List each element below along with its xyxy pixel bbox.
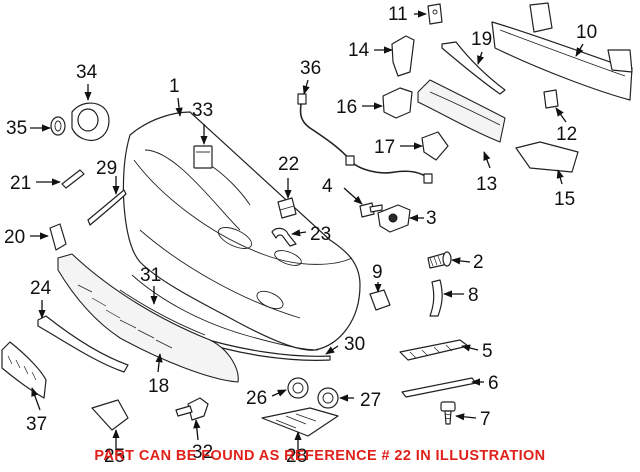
trim-strip-part-6 [401, 377, 477, 398]
leader-lines [30, 10, 584, 450]
energy-absorber-part-13 [417, 79, 506, 143]
bolt-part-4 [359, 202, 383, 218]
callout-17: 17 [374, 137, 395, 158]
callout-3: 3 [426, 208, 437, 229]
impact-bar-part-10 [491, 2, 633, 101]
callout-18: 18 [148, 376, 169, 397]
callout-32: 32 [192, 442, 213, 463]
callout-27: 27 [360, 390, 381, 411]
callout-11: 11 [388, 4, 408, 25]
parking-sensor-part-34 [71, 102, 110, 141]
callout-5: 5 [482, 341, 493, 362]
sensor-ring-part-35 [50, 116, 66, 136]
trim-strip-part-29 [87, 189, 127, 226]
bolt-part-7 [440, 401, 456, 425]
callout-30: 30 [344, 334, 365, 355]
callout-12: 12 [556, 124, 577, 145]
callout-15: 15 [554, 189, 575, 210]
callout-8: 8 [468, 285, 479, 306]
bracket-part-19 [441, 41, 506, 95]
fog-lamp-part-27 [317, 387, 339, 409]
grille-part-28 [261, 407, 339, 437]
callout-24: 24 [30, 278, 52, 299]
callout-16: 16 [336, 97, 357, 118]
callout-35: 35 [6, 118, 27, 139]
trim-strip-part-30 [194, 335, 331, 361]
callout-2: 2 [473, 252, 484, 273]
tow-hook-cover-part-20 [49, 223, 67, 251]
callout-19: 19 [471, 29, 492, 50]
callout-31: 31 [140, 265, 161, 286]
molding-part-24 [37, 315, 129, 373]
bracket-part-3 [377, 204, 411, 233]
clip-part-9 [369, 289, 391, 311]
callout-26: 26 [246, 388, 267, 409]
fog-lamp-part-26 [287, 377, 309, 399]
license-plate-bracket-part-37 [1, 341, 47, 399]
bracket-part-8 [429, 279, 443, 317]
callout-36: 36 [300, 58, 321, 79]
callout-1: 1 [169, 76, 180, 97]
callout-25: 25 [104, 446, 125, 467]
callout-7: 7 [480, 409, 491, 430]
callout-labels: 1 2 3 4 5 6 7 8 9 10 11 12 13 14 15 16 1… [4, 4, 597, 467]
callout-4: 4 [322, 176, 333, 197]
callout-6: 6 [488, 373, 499, 394]
callout-20: 20 [4, 227, 25, 248]
callout-14: 14 [348, 40, 370, 61]
sensor-part-32 [175, 397, 209, 421]
callout-37: 37 [26, 414, 47, 435]
bracket-part-12 [543, 89, 559, 109]
trim-strip-part-5 [399, 339, 469, 361]
callout-21: 21 [10, 173, 31, 194]
hook-part-23 [271, 227, 297, 247]
reference-footnote: PART CAN BE FOUND AS REFERENCE # 22 IN I… [94, 448, 546, 464]
screw-part-2 [427, 251, 452, 269]
fog-cover-part-25 [91, 399, 129, 431]
callout-9: 9 [372, 262, 383, 283]
clip-part-22 [277, 197, 297, 219]
callout-22: 22 [278, 154, 299, 175]
cover-part-17 [421, 131, 449, 161]
lower-grille-part-31 [57, 253, 239, 383]
callout-33: 33 [192, 100, 213, 121]
bracket-part-11 [427, 3, 443, 25]
callout-28: 28 [286, 446, 307, 467]
wiring-harness-part-36 [297, 93, 433, 184]
callout-13: 13 [476, 174, 497, 195]
callout-23: 23 [310, 224, 331, 245]
module-part-33 [193, 145, 213, 169]
callout-34: 34 [76, 62, 98, 83]
bracket-part-15 [515, 141, 579, 173]
emblem-part-21 [61, 169, 85, 189]
callout-10: 10 [576, 22, 597, 43]
bracket-part-14 [391, 35, 415, 77]
callout-29: 29 [96, 158, 117, 179]
cover-part-16 [382, 87, 413, 119]
